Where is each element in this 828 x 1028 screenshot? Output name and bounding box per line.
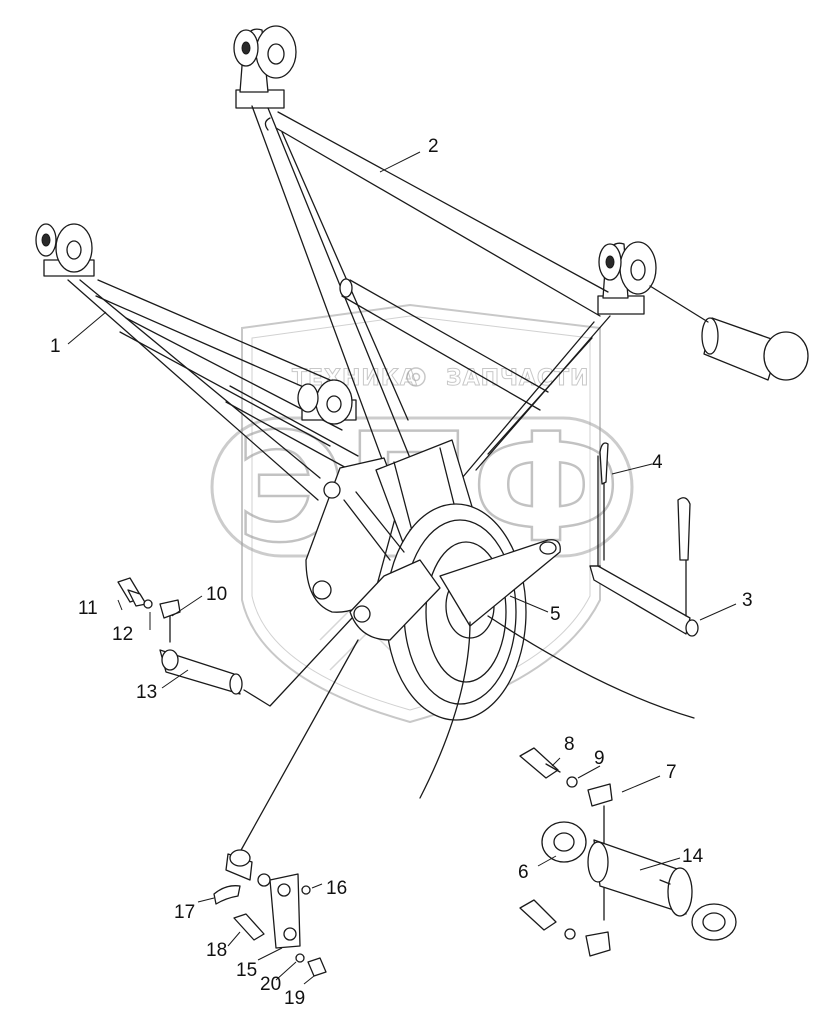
upper-a-frame [233,25,657,479]
callout-11: 11 [78,598,98,619]
callout-8: 8 [564,734,575,755]
callout-6: 6 [518,862,529,883]
callout-15: 15 [236,960,257,981]
cotter-pin-4 [599,442,691,617]
callout-1: 1 [50,336,61,357]
callout-7: 7 [666,762,677,783]
callout-2: 2 [428,136,439,157]
watermark-shield-inner [251,315,591,711]
callout-20: 20 [260,974,281,995]
callout-5: 5 [550,604,561,625]
callout-3: 3 [742,590,753,611]
callout-9: 9 [594,748,605,769]
callout-19: 19 [284,988,305,1009]
gear-icon [406,367,426,387]
callout-16: 16 [326,878,347,899]
callout-17: 17 [174,902,195,923]
rod-3 [589,455,699,637]
lower-a-frame [35,223,359,501]
callout-4: 4 [652,452,663,473]
callout-14: 14 [682,846,704,867]
callout-10: 10 [206,584,227,605]
callouts: 1 2 3 4 5 6 7 8 9 10 11 12 13 14 15 16 1… [50,136,753,1009]
callout-18: 18 [206,940,227,961]
watermark-brand-right: ЗАПЧАСТИ [446,366,589,391]
center-bracket [305,439,695,799]
pin-assembly-right [519,747,737,957]
bracket-assembly-bottom [213,639,359,977]
leader-lines [67,151,737,985]
watermark-shield [241,303,601,724]
pin-top-right [649,285,809,381]
callout-12: 12 [112,624,133,645]
pin-assembly-left [117,577,353,707]
callout-13: 13 [136,682,157,703]
